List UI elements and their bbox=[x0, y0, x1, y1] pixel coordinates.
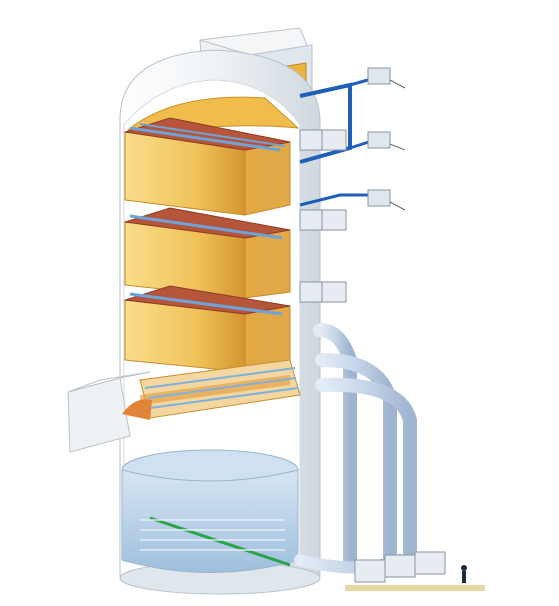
packing-level-1 bbox=[124, 117, 291, 216]
packing-level-2 bbox=[124, 207, 291, 299]
sump-liquid bbox=[121, 449, 299, 573]
recirculation-pumps bbox=[345, 551, 485, 591]
person-scale-figure bbox=[461, 565, 467, 583]
spray-pump-array bbox=[299, 67, 406, 303]
packing-level-3 bbox=[124, 285, 291, 373]
gas-inlet-duct bbox=[67, 371, 152, 453]
spray-header-tray bbox=[139, 359, 301, 419]
